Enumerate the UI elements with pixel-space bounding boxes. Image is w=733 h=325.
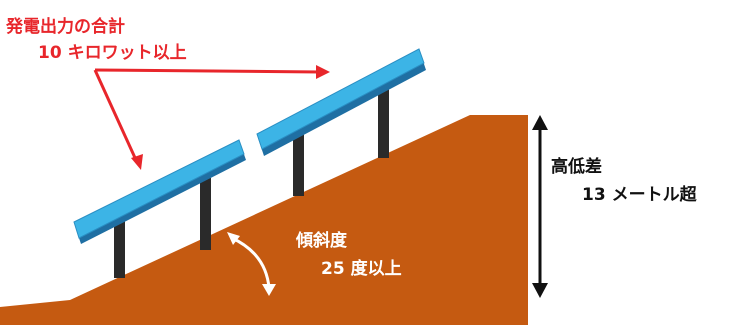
solar-panel <box>256 48 426 156</box>
height-difference-arrow <box>532 115 548 298</box>
panel-support-post <box>293 130 304 196</box>
panel-support-post <box>378 88 389 158</box>
height-label-line1: 高低差 <box>551 156 602 177</box>
slope-angle-arc <box>227 232 276 296</box>
panel-support-post <box>200 178 211 250</box>
panel-support-post <box>114 216 125 278</box>
output-label-line2: 10 キロワット以上 <box>38 43 187 63</box>
output-arrows <box>93 65 330 170</box>
hillside-ground <box>0 115 528 325</box>
height-label-line2: 13 メートル超 <box>582 184 698 205</box>
output-label-line1: 発電出力の合計 <box>5 16 125 37</box>
slope-label-line1: 傾斜度 <box>295 230 348 251</box>
solar-panel <box>73 139 246 244</box>
slope-label-line2: 25 度以上 <box>321 258 402 279</box>
